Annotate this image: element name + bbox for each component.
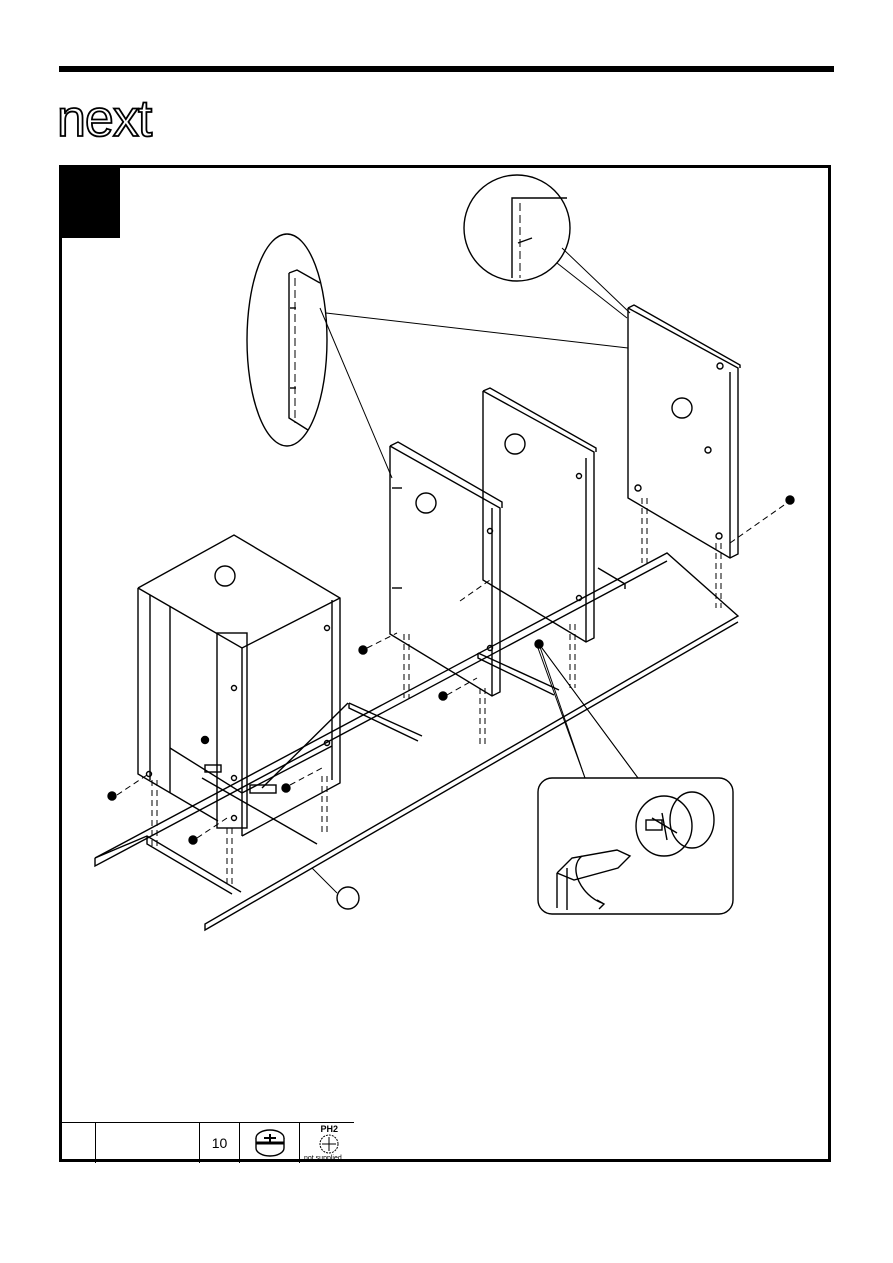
detail-callout-left — [247, 234, 628, 478]
tool-cell: PH2 not supplied — [300, 1123, 354, 1163]
cam-fitting-icon — [636, 792, 714, 856]
parts-table: 10 PH2 not supplied — [62, 1122, 354, 1163]
header-rule — [59, 66, 834, 72]
detail-callout-top — [464, 175, 630, 318]
next-logo: next — [57, 96, 209, 144]
screwdriver-icon — [557, 850, 630, 910]
parts-cell-empty — [62, 1123, 96, 1163]
assembly-diagram — [62, 168, 828, 1118]
tool-note: not supplied — [304, 1155, 342, 1162]
quantity-label: 10 — [212, 1135, 228, 1151]
leader-lines — [539, 644, 638, 778]
parts-cell-empty — [96, 1123, 200, 1163]
part-label-circle — [672, 398, 692, 418]
left-cabinet — [138, 535, 340, 836]
part-label-circle — [505, 434, 525, 454]
side-panel-3 — [628, 305, 740, 558]
phillips-head-icon — [318, 1133, 340, 1155]
quantity-cell: 10 — [200, 1123, 240, 1163]
tool-detail-box — [538, 648, 733, 914]
part-label-circle — [337, 887, 359, 909]
base-frame — [95, 553, 738, 930]
cam-lock-cell — [240, 1123, 300, 1163]
part-label-circle — [416, 493, 436, 513]
cam-lock-icon — [253, 1126, 287, 1160]
part-label-circle — [215, 566, 235, 586]
logo-text: next — [57, 96, 153, 144]
